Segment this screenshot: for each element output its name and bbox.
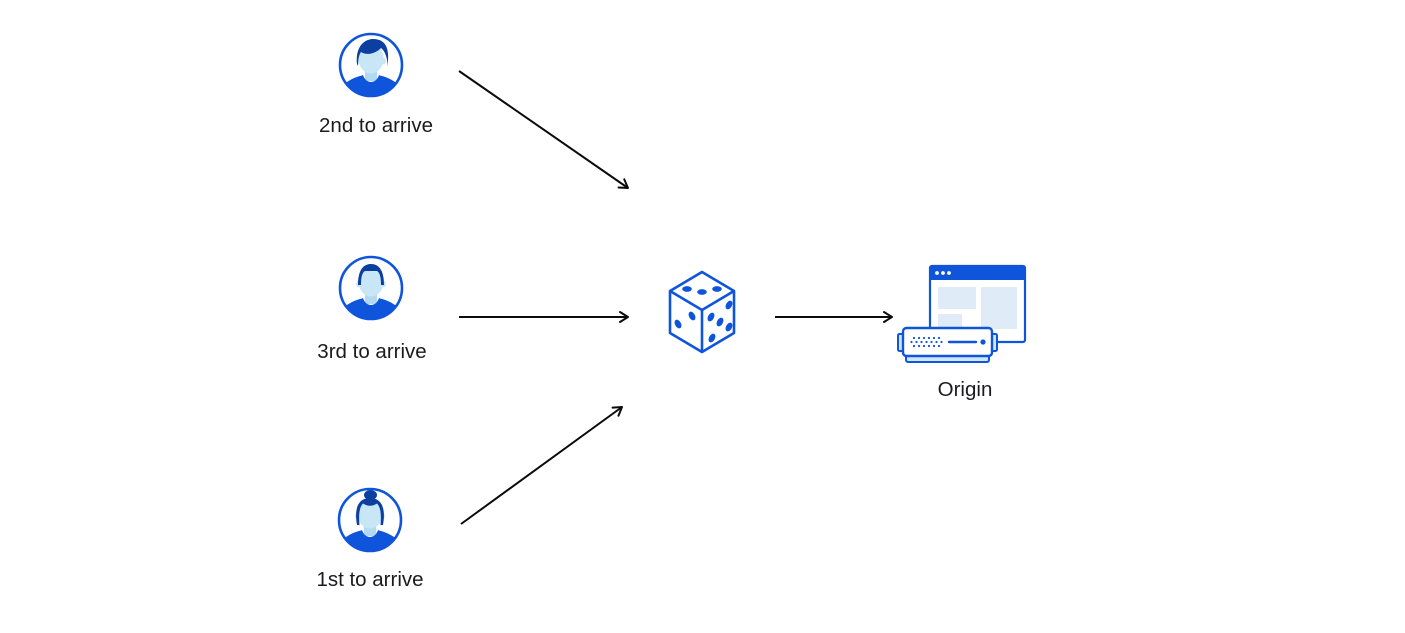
user-avatar-male-short-hair-icon xyxy=(338,255,404,321)
dice-icon xyxy=(668,270,736,354)
origin-server-browser-icon xyxy=(897,264,1027,363)
browser-window xyxy=(928,264,1027,344)
user-avatar-male-swept-hair-icon xyxy=(338,32,404,98)
arrow-2nd-to-dice xyxy=(458,70,629,189)
server-unit xyxy=(897,326,998,363)
actor-label-1st: 1st to arrive xyxy=(316,568,424,591)
origin-label: Origin xyxy=(937,378,993,401)
actor-label-2nd: 2nd to arrive xyxy=(319,114,433,137)
arrow-1st-to-dice xyxy=(460,406,623,525)
user-avatar-female-bun-icon xyxy=(337,487,403,553)
actor-label-3rd: 3rd to arrive xyxy=(317,340,427,363)
